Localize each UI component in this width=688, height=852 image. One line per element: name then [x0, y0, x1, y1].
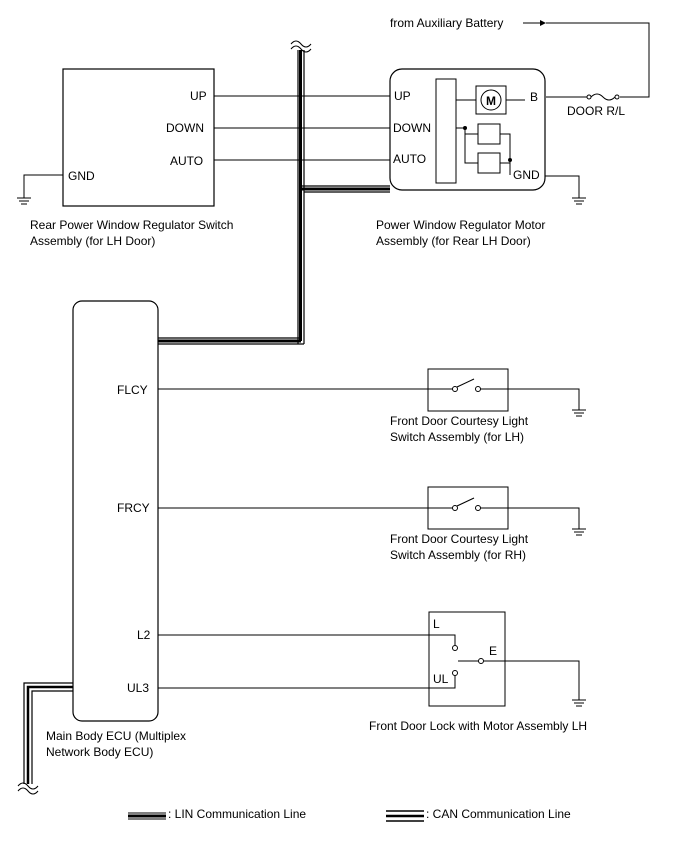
can-bus	[23, 682, 73, 784]
sw-up-pin: UP	[190, 89, 207, 103]
flcy-gnd-wire	[480, 388, 580, 410]
switch-name-line2: Assembly (for LH Door)	[30, 234, 155, 248]
ecu-name-line2: Network Body ECU)	[46, 745, 153, 759]
mot-up-pin: UP	[394, 89, 411, 103]
can-legend-symbol	[386, 810, 424, 822]
ecu-l2-pin: L2	[137, 628, 151, 642]
ecu-name-line1: Main Body ECU (Multiplex	[46, 729, 186, 743]
motor-icon: M	[480, 89, 502, 111]
rear-window-switch-box	[62, 68, 215, 207]
switch-icon	[452, 645, 484, 676]
ul3-wire	[158, 676, 456, 689]
switch-icon	[428, 378, 481, 392]
mot-auto-pin: AUTO	[393, 152, 426, 166]
sw-gnd-wire	[23, 174, 63, 198]
wire-break-icon	[17, 782, 39, 795]
lin-bus-top	[158, 50, 390, 345]
door-rl-label: DOOR R/L	[567, 104, 625, 118]
mot-b-pin: B	[530, 90, 538, 104]
main-body-ecu-box	[72, 300, 159, 722]
ground-icon	[572, 197, 586, 205]
svg-text:M: M	[486, 94, 496, 108]
ecu-flcy-pin: FLCY	[117, 383, 148, 397]
lock-e-pin: E	[489, 644, 497, 658]
arrow-icon	[523, 20, 546, 26]
courtesy-lh-line1: Front Door Courtesy Light	[390, 414, 529, 428]
ground-icon	[572, 528, 586, 536]
lock-gnd-wire	[484, 660, 580, 700]
ecu-ul3-pin: UL3	[127, 681, 149, 695]
mot-gnd-wire	[545, 175, 580, 198]
relay-2	[477, 152, 501, 174]
courtesy-rh-line1: Front Door Courtesy Light	[390, 532, 529, 546]
motor-name-line1: Power Window Regulator Motor	[376, 218, 545, 232]
motor-ic-block	[435, 78, 457, 184]
wire-break-icon	[290, 40, 312, 53]
ecu-frcy-pin: FRCY	[117, 501, 150, 515]
l2-wire	[158, 634, 456, 645]
door-lock-box	[428, 611, 506, 707]
lock-ul-pin: UL	[433, 672, 449, 686]
aux-battery-wire	[546, 22, 650, 98]
from-aux-battery-label: from Auxiliary Battery	[390, 16, 503, 30]
ground-icon	[17, 197, 31, 205]
switch-name-line1: Rear Power Window Regulator Switch	[30, 218, 233, 232]
mot-gnd-pin: GND	[513, 168, 540, 182]
ground-icon	[572, 699, 586, 707]
courtesy-lh-line2: Switch Assembly (for LH)	[390, 430, 524, 444]
sw-down-pin: DOWN	[166, 121, 204, 135]
fuse-icon	[586, 93, 620, 101]
courtesy-lh-box	[427, 368, 509, 412]
courtesy-rh-line2: Switch Assembly (for RH)	[390, 548, 526, 562]
mot-down-pin: DOWN	[393, 121, 431, 135]
sw-gnd-pin: GND	[68, 169, 95, 183]
ground-icon	[572, 409, 586, 417]
sw-auto-pin: AUTO	[170, 154, 203, 168]
lin-legend-symbol	[128, 812, 166, 820]
relay-1	[477, 123, 501, 145]
can-legend-label: : CAN Communication Line	[426, 807, 571, 821]
frcy-gnd-wire	[480, 507, 580, 529]
door-lock-name: Front Door Lock with Motor Assembly LH	[369, 719, 587, 733]
lock-l-pin: L	[433, 617, 440, 631]
motor-name-line2: Assembly (for Rear LH Door)	[376, 234, 531, 248]
lin-legend-label: : LIN Communication Line	[168, 807, 306, 821]
